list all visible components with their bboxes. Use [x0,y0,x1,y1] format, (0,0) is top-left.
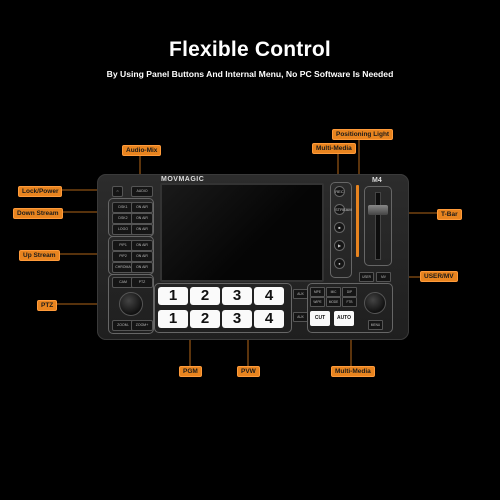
mode-button[interactable]: MODE [326,297,341,307]
logo-onair-button[interactable]: ON AIR [131,224,153,235]
pvw-key-3[interactable]: 3 [222,310,252,328]
auto-button[interactable]: AUTO [334,311,354,326]
model-label: M4 [372,177,382,184]
ftb-button[interactable]: FTB [342,297,357,307]
dsk2-onair-button[interactable]: ON AIR [131,213,153,224]
lcd-screen [160,183,324,282]
pvw-key-4[interactable]: 4 [254,310,284,328]
menu-button[interactable]: MENU [368,320,383,330]
pvw-key-2[interactable]: 2 [190,310,220,328]
callout-positioning-light: Positioning Light [332,129,394,140]
stream-button[interactable]: STREAM [334,204,352,215]
play-button[interactable]: ▶ [334,240,345,251]
menu-knob[interactable] [364,292,386,314]
tbar-handle[interactable] [368,205,388,215]
pgm-key-2[interactable]: 2 [190,287,220,305]
cut-button[interactable]: CUT [310,311,330,326]
tbar-track [375,192,381,260]
tbar-frame [364,186,392,266]
zoom-in-button[interactable]: ZOOM+ [131,320,153,331]
mv-button[interactable]: MV [376,272,391,282]
pvw-aux-button[interactable]: AUX [293,312,308,322]
user-button[interactable]: USER [359,272,374,282]
bus-keys-group [154,283,292,333]
ptz-joystick[interactable] [119,292,143,316]
chroma-onair-button[interactable]: ON AIR [131,262,153,273]
page-subtitle: By Using Panel Buttons And Internal Menu… [106,69,394,79]
callout-multi-media-top: Multi-Media [312,143,356,154]
transition-group [307,283,393,333]
callout-down-stream: Down Stream [13,208,63,219]
callout-audio-mix: Audio-Mix [122,145,162,156]
callout-lock-power: Lock/Power [18,186,63,197]
page-title: Flexible Control [169,38,331,61]
positioning-light [356,185,359,257]
pgm-key-3[interactable]: 3 [222,287,252,305]
callout-t-bar: T-Bar [437,209,462,220]
pgm-key-1[interactable]: 1 [158,287,188,305]
callout-user-mv: USER/MV [420,271,458,282]
wipe-button[interactable]: WIPE [310,297,325,307]
record-dot-button[interactable]: ● [334,258,345,269]
dsk1-onair-button[interactable]: ON AIR [131,202,153,213]
media-group [330,182,352,278]
callout-multi-media-bottom: Multi-Media [331,366,375,377]
dip-button[interactable]: DIP [342,287,357,297]
rec-button[interactable]: REC [334,186,345,197]
callout-ptz: PTZ [37,300,58,311]
pgm-key-4[interactable]: 4 [254,287,284,305]
brand-logo: MOVMAGIC [161,176,205,183]
pgm-aux-button[interactable]: AUX [293,289,308,299]
callout-up-stream: Up Stream [19,250,60,261]
stop-button[interactable]: ■ [334,222,345,233]
callout-pvw: PVW [237,366,260,377]
pvw-key-1[interactable]: 1 [158,310,188,328]
lock-button[interactable]: ⌂ [112,186,123,197]
mpe-button[interactable]: MPE [310,287,325,297]
mic-button[interactable]: MIC [326,287,341,297]
pip1-onair-button[interactable]: ON AIR [131,240,153,251]
ptz-group [108,274,154,334]
ptz-button[interactable]: PTZ [131,277,153,288]
pip2-onair-button[interactable]: ON AIR [131,251,153,262]
audio-button[interactable]: AUDIO [131,186,153,197]
callout-pgm: PGM [179,366,202,377]
